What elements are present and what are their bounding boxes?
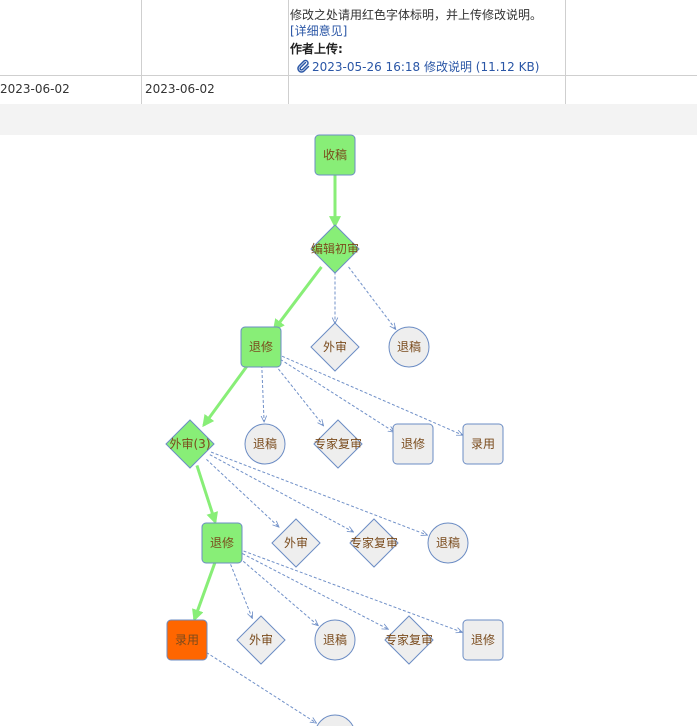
- history-table: 修改之处请用红色字体标明，并上传修改说明。 [详细意见] 作者上传: 2023-…: [0, 0, 697, 104]
- active-edge: [192, 559, 218, 622]
- node-label: 专家复审: [385, 632, 433, 647]
- paperclip-icon: [297, 59, 310, 73]
- separator-band: [0, 104, 697, 135]
- node-shape: [388, 326, 430, 368]
- node-shape: [392, 423, 434, 465]
- possible-edge: [206, 458, 279, 527]
- possible-edge: [275, 356, 394, 432]
- table-divider: [565, 0, 566, 104]
- date-cell: 2023-06-02: [145, 82, 215, 96]
- node-label: 退修: [249, 339, 273, 354]
- node-label: 退修: [471, 632, 495, 647]
- node-label: 编辑初审: [311, 241, 359, 256]
- node-label: 外审(3): [170, 436, 211, 451]
- node-shape: [310, 322, 360, 372]
- node-label: 外审: [284, 535, 308, 550]
- node-label: 退修: [401, 436, 425, 451]
- node-shape: [244, 423, 286, 465]
- node-n7: 退稿: [244, 423, 286, 465]
- node-n13: 专家复审: [349, 518, 399, 568]
- active-edge: [272, 266, 323, 332]
- node-shape: [236, 615, 286, 665]
- revision-note: 修改之处请用红色字体标明，并上传修改说明。: [290, 8, 543, 22]
- nodes-layer: 收稿编辑初审退修外审退稿外审(3)退稿专家复审退修录用退修外审专家复审退稿录用外…: [165, 134, 504, 726]
- table-divider: [288, 0, 289, 104]
- node-shape: [314, 134, 356, 176]
- node-label: 退修: [210, 535, 234, 550]
- possible-edge: [271, 360, 323, 426]
- node-shape: [316, 714, 354, 726]
- node-label: 退稿: [436, 535, 460, 550]
- node-label: 录用: [471, 437, 495, 451]
- node-n15: 录用: [166, 619, 208, 661]
- node-label: 专家复审: [350, 535, 398, 550]
- node-n2: 编辑初审: [310, 224, 360, 274]
- node-shape: [313, 419, 363, 469]
- node-n5: 退稿: [388, 326, 430, 368]
- active-edge: [202, 360, 252, 428]
- attachment-text: 2023-05-26 16:18 修改说明 (11.12 KB): [312, 60, 540, 74]
- possible-edge: [210, 451, 427, 535]
- edges-layer: [192, 173, 463, 723]
- node-shape: [384, 615, 434, 665]
- author-upload-label: 作者上传:: [290, 42, 343, 56]
- possible-edge: [238, 548, 463, 632]
- node-n12: 外审: [271, 518, 321, 568]
- node-shape: [462, 619, 504, 661]
- possible-edge: [209, 454, 354, 532]
- node-n18: 专家复审: [384, 615, 434, 665]
- node-n20: [316, 714, 354, 726]
- table-divider: [141, 0, 142, 104]
- node-shape: [310, 224, 360, 274]
- node-n9: 退修: [392, 423, 434, 465]
- node-n14: 退稿: [427, 522, 469, 564]
- node-shape: [349, 518, 399, 568]
- attachment-link[interactable]: 2023-05-26 16:18 修改说明 (11.12 KB): [296, 58, 539, 75]
- node-shape: [462, 423, 504, 465]
- node-shape: [427, 522, 469, 564]
- node-n10: 录用: [462, 423, 504, 465]
- node-shape: [201, 522, 243, 564]
- node-shape: [165, 419, 215, 469]
- node-label: 专家复审: [314, 436, 362, 451]
- node-label: 外审: [323, 339, 347, 354]
- node-label: 退稿: [253, 436, 277, 451]
- node-label: 外审: [249, 632, 273, 647]
- possible-edge: [277, 353, 462, 435]
- node-n8: 专家复审: [313, 419, 363, 469]
- node-n17: 退稿: [314, 619, 356, 661]
- node-label: 退稿: [397, 339, 421, 354]
- node-label: 收稿: [323, 147, 347, 162]
- node-shape: [271, 518, 321, 568]
- detail-link[interactable]: [详细意见]: [290, 24, 348, 38]
- node-n1: 收稿: [314, 134, 356, 176]
- node-n3: 退修: [240, 326, 282, 368]
- possible-edge: [235, 554, 319, 626]
- possible-edge: [237, 550, 388, 629]
- node-shape: [240, 326, 282, 368]
- possible-edge: [228, 559, 253, 619]
- table-row-divider: [0, 75, 697, 76]
- node-shape: [166, 619, 208, 661]
- node-label: 退稿: [323, 632, 347, 647]
- node-n16: 外审: [236, 615, 286, 665]
- possible-edge: [348, 266, 396, 329]
- date-cell: 2023-06-02: [0, 82, 70, 96]
- node-n19: 退修: [462, 619, 504, 661]
- active-edge: [195, 464, 218, 525]
- possible-edge: [201, 649, 316, 723]
- possible-edge: [262, 364, 264, 422]
- node-n6: 外审(3): [165, 419, 215, 469]
- node-n11: 退修: [201, 522, 243, 564]
- node-label: 录用: [175, 633, 199, 647]
- node-n4: 外审: [310, 322, 360, 372]
- node-shape: [314, 619, 356, 661]
